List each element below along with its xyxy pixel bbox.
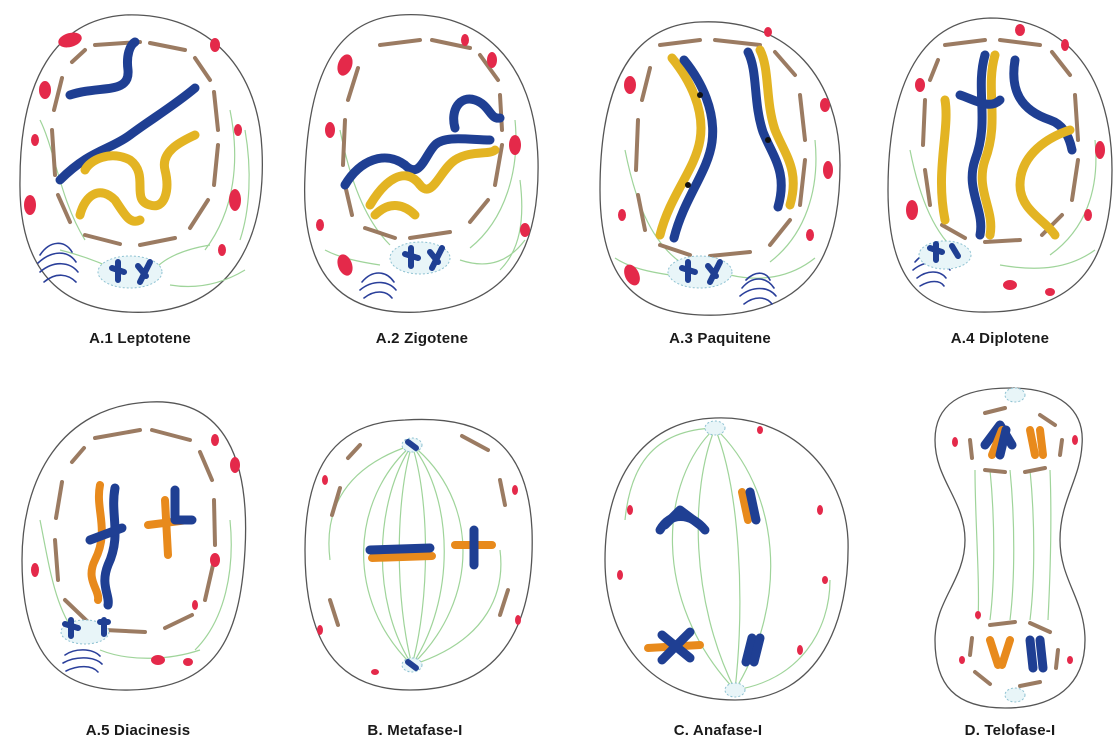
centrosome [725, 683, 745, 697]
chromosomes [648, 492, 760, 662]
chromosomes [345, 99, 500, 215]
spindle-fibers [975, 470, 1051, 620]
centrosome [919, 241, 971, 269]
centrosome [1005, 688, 1025, 702]
caption-leptotene: A.1 Leptotene [20, 330, 260, 347]
panel-metafase [305, 419, 532, 690]
caption-telofase: D. Telofase-I [890, 722, 1116, 739]
nuclear-envelope-fragments [330, 436, 508, 625]
panel-zigotene [305, 15, 538, 313]
panel-anafase [605, 418, 848, 700]
nuclear-envelope [55, 430, 215, 632]
organelles [617, 426, 828, 655]
chromosomes [941, 55, 1072, 235]
chromosomes [90, 485, 192, 605]
chromosomes [660, 50, 793, 238]
organelles [952, 435, 1078, 664]
panel-diacinesis [22, 402, 246, 690]
cell-membrane [605, 418, 848, 700]
centrosome [705, 421, 725, 435]
golgi [360, 273, 396, 298]
caption-zigotene: A.2 Zigotene [302, 330, 542, 347]
caption-metafase: B. Metafase-I [295, 722, 535, 739]
centrosome [1005, 388, 1025, 402]
organelles [317, 475, 521, 675]
panel-telofase [935, 388, 1085, 708]
caption-paquitene: A.3 Paquitene [600, 330, 840, 347]
caption-anafase: C. Anafase-I [598, 722, 838, 739]
golgi [38, 243, 78, 282]
panel-paquitene [600, 22, 840, 315]
golgi [63, 650, 102, 672]
panel-leptotene [20, 15, 262, 312]
caption-diplotene: A.4 Diplotene [880, 330, 1116, 347]
caption-diacinesis: A.5 Diacinesis [18, 722, 258, 739]
panel-diplotene [888, 18, 1112, 312]
chromosomes [370, 530, 492, 565]
chromosomes [60, 42, 195, 221]
